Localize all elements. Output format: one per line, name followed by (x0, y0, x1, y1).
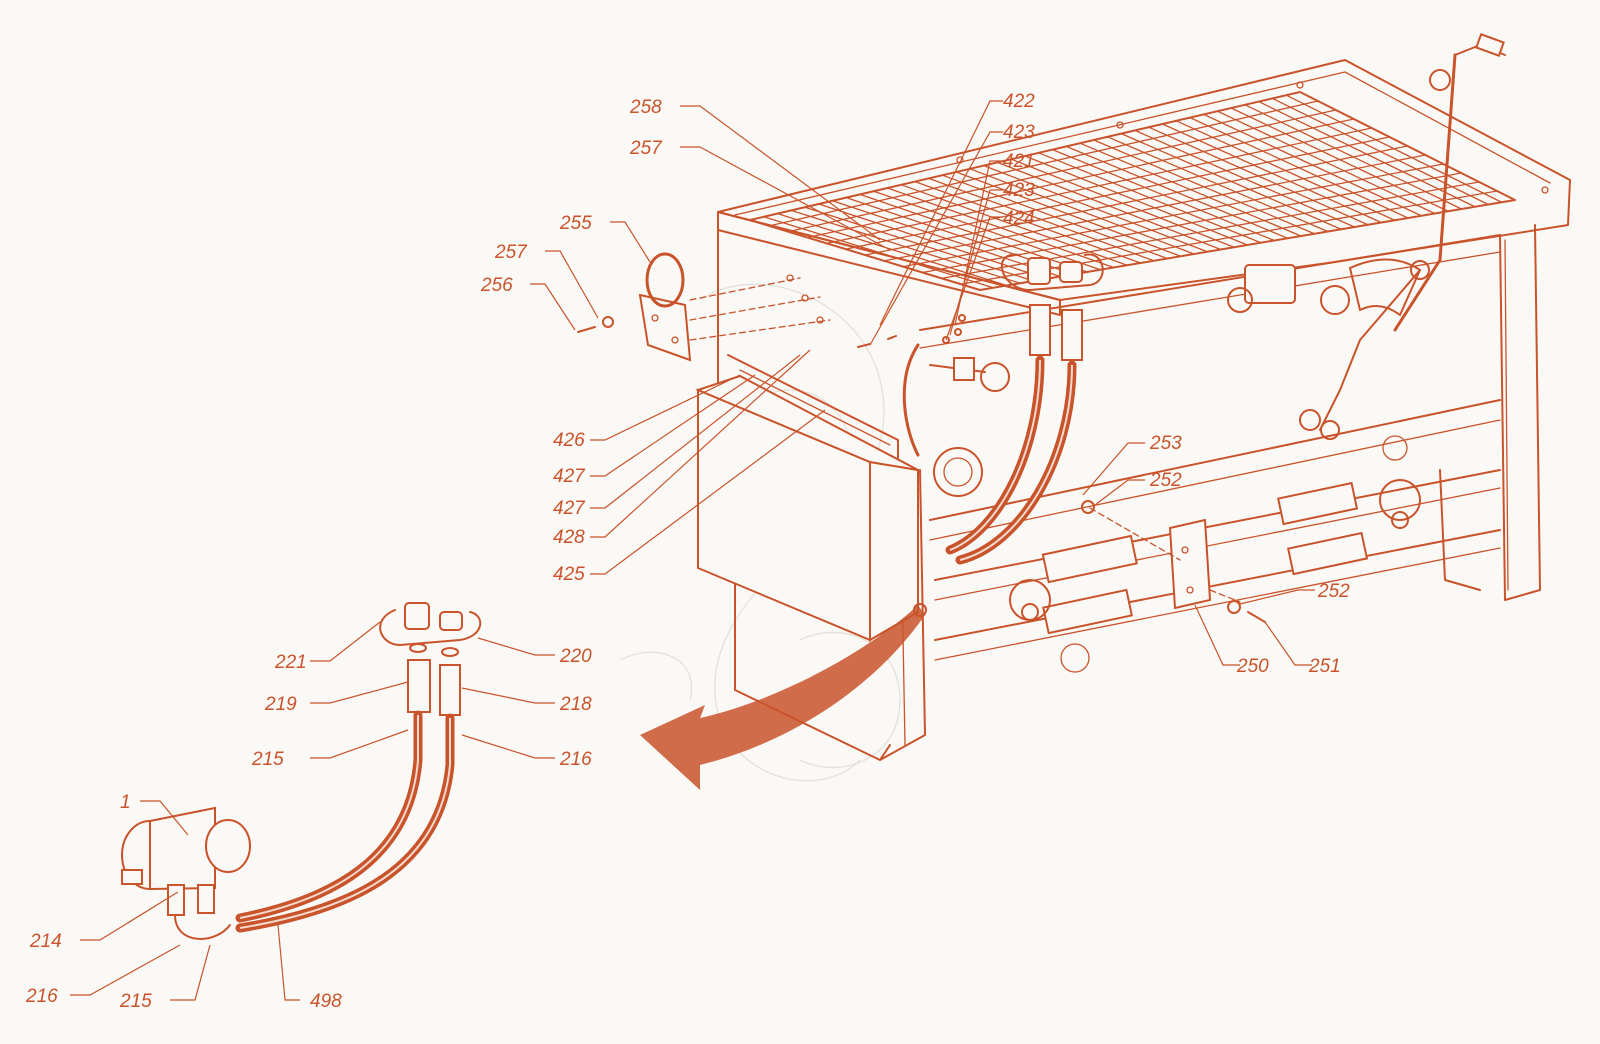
callout-252: 252 (1149, 470, 1182, 491)
callout-421: 421 (1003, 151, 1035, 172)
mesh-line (902, 163, 1444, 268)
mesh-line (768, 100, 1319, 227)
mesh-line (883, 154, 1427, 262)
machine-frame (717, 33, 1571, 761)
lower-hoses (235, 710, 455, 933)
detail-arrow (640, 603, 927, 790)
callout-216: 216 (25, 986, 58, 1007)
callout-424: 424 (1003, 208, 1035, 229)
callout-215: 215 (119, 991, 152, 1012)
leader-lines (70, 100, 1315, 1001)
callout-252: 252 (1317, 581, 1350, 602)
callout-219: 219 (264, 694, 297, 715)
control-box (695, 343, 1010, 642)
upper-coupler-assembly (857, 253, 1104, 361)
callout-216: 216 (559, 749, 592, 770)
hydraulic-motor (121, 806, 251, 940)
callout-258: 258 (629, 97, 662, 118)
callout-221: 221 (274, 652, 307, 673)
lower-coupler-assembly (379, 602, 482, 716)
upper-hoses (945, 355, 1077, 565)
callout-251: 251 (1308, 656, 1341, 677)
mesh-line (806, 118, 1355, 239)
lifting-eye-bracket (577, 252, 831, 362)
callout-257: 257 (629, 138, 663, 159)
callout-425: 425 (553, 564, 585, 585)
callout-422: 422 (1003, 91, 1035, 112)
callout-428: 428 (553, 527, 585, 548)
callout-218: 218 (559, 694, 592, 715)
callout-214: 214 (29, 931, 62, 952)
callout-255: 255 (559, 213, 592, 234)
mesh-grid (749, 91, 1516, 291)
callout-423: 423 (1003, 180, 1035, 201)
callout-498: 498 (310, 991, 342, 1012)
mesh-line (787, 109, 1337, 233)
mesh-line (864, 145, 1409, 256)
mesh-line (845, 136, 1391, 250)
callout-1: 1 (120, 792, 131, 813)
callout-426: 426 (553, 430, 585, 451)
mesh-line (826, 127, 1373, 244)
callout-215: 215 (251, 749, 284, 770)
callout-250: 250 (1236, 656, 1269, 677)
callout-427: 427 (553, 498, 586, 519)
callout-257: 257 (494, 242, 528, 263)
callout-253: 253 (1149, 433, 1182, 454)
callout-220: 220 (559, 646, 592, 667)
plate-250 (1081, 500, 1266, 623)
callout-423: 423 (1003, 122, 1035, 143)
mesh-line (921, 172, 1462, 274)
callout-427: 427 (553, 466, 586, 487)
callout-256: 256 (480, 275, 513, 296)
callout-labels: 258 257 422 423 421 423 424 255 257 256 … (25, 91, 1350, 1012)
